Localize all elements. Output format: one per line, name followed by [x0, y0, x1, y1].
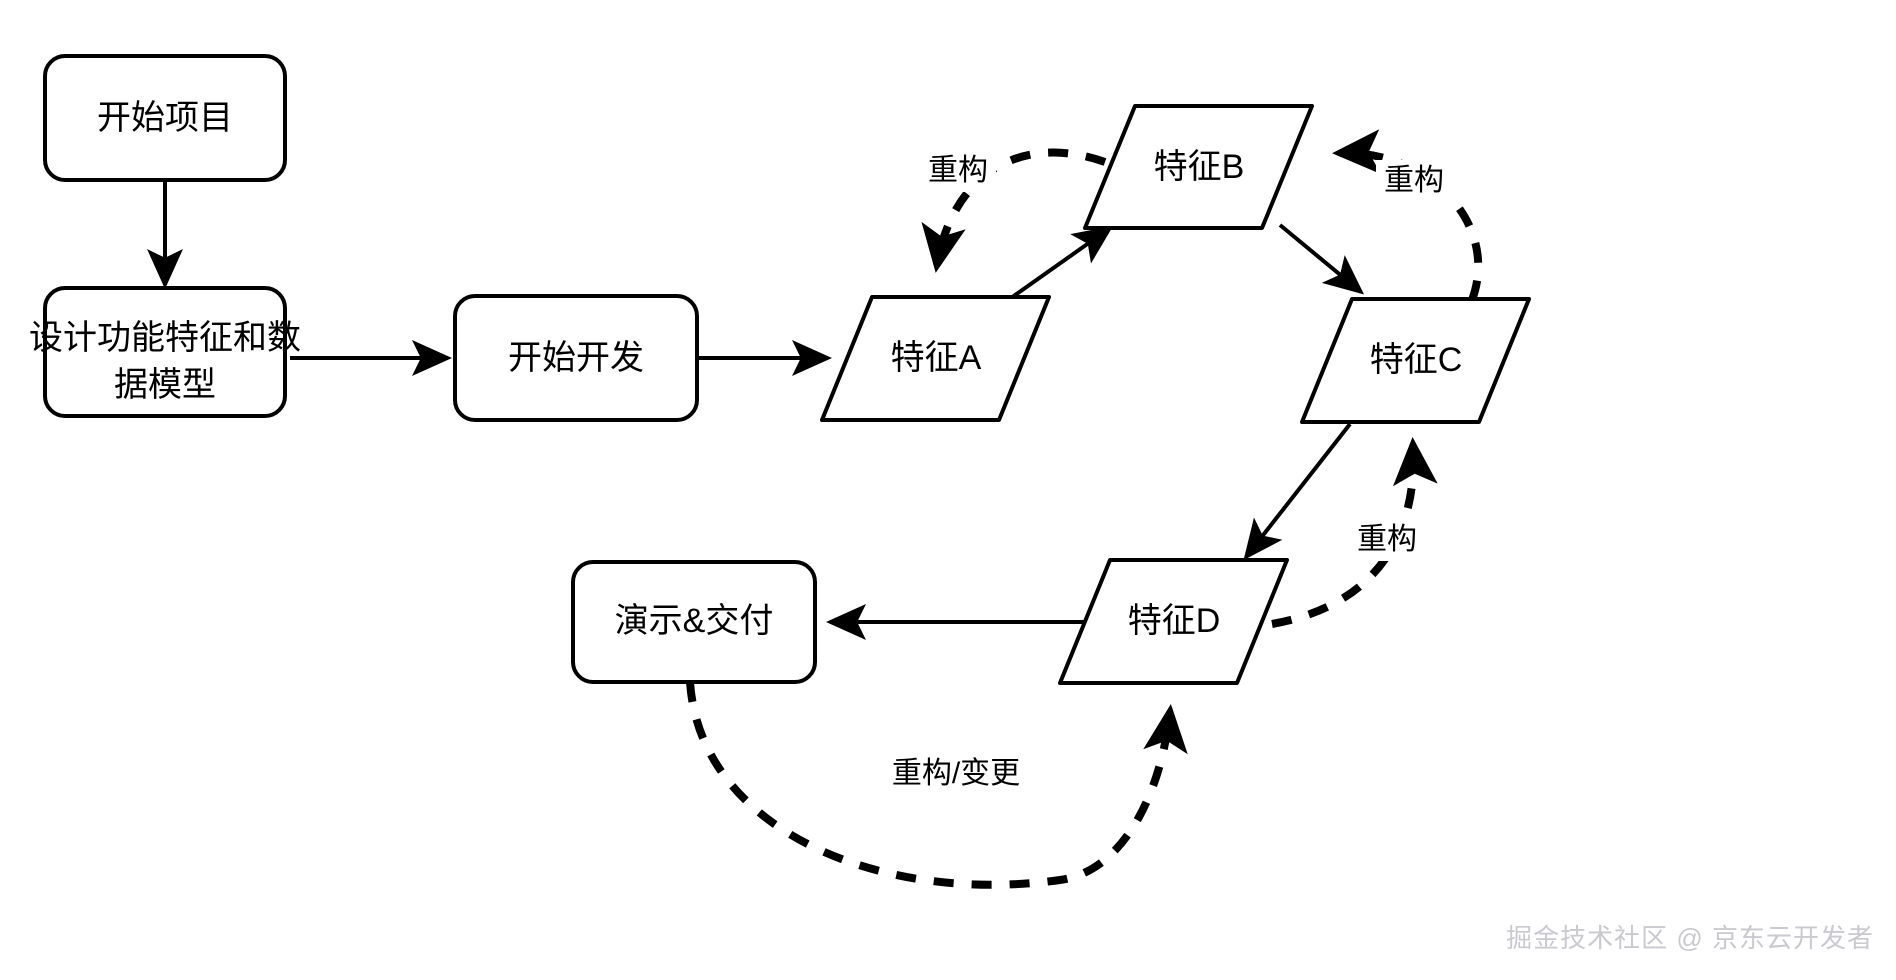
edge-featb-to-featc [1278, 223, 1365, 295]
node-design[interactable]: 设计功能特征和数 据模型 [29, 286, 301, 418]
edge-label-featb-to-feata: 重构 [920, 150, 996, 192]
node-devstart-label: 开始开发 [508, 339, 644, 377]
node-feature-b-label: 特征B [1154, 148, 1245, 186]
watermark: 掘金技术社区 @ 京东云开发者 [1506, 923, 1874, 953]
node-feature-d-label: 特征D [1128, 602, 1221, 640]
node-feature-a-shape [820, 295, 1051, 422]
node-devstart[interactable]: 开始开发 [453, 294, 699, 422]
edge-label-featd-to-featc: 重构 [1349, 519, 1425, 561]
edge-label-featc-to-featb-text: 重构 [1384, 164, 1444, 197]
edge-label-deliver-to-featd: 重构/变更 [866, 752, 1046, 796]
edge-label-featc-to-featb: 重构 [1376, 160, 1452, 202]
node-feature-c-label: 特征C [1370, 341, 1463, 379]
node-deliver-label: 演示&交付 [615, 602, 774, 640]
node-feature-a[interactable]: 特征A [820, 295, 1051, 422]
edge-label-featd-to-featc-text: 重构 [1357, 523, 1417, 556]
node-deliver-shape [571, 560, 817, 684]
node-feature-d[interactable]: 特征D [1058, 558, 1289, 685]
node-devstart-shape [453, 294, 699, 422]
node-feature-c[interactable]: 特征C [1300, 297, 1531, 424]
edge-label-deliver-to-featd-text: 重构/变更 [892, 757, 1020, 790]
edge-feata-to-featb [1009, 225, 1114, 300]
node-design-label-line1: 设计功能特征和数 [29, 319, 301, 357]
node-design-label-line2: 据模型 [114, 366, 216, 404]
node-design-shape [43, 286, 287, 418]
edge-deliver-to-featd-refactor [686, 681, 1188, 889]
node-start-shape [43, 54, 287, 182]
node-feature-d-shape [1058, 558, 1289, 685]
node-feature-a-label: 特征A [891, 339, 982, 377]
node-feature-b-shape [1083, 104, 1314, 230]
node-deliver[interactable]: 演示&交付 [571, 560, 817, 684]
node-feature-b[interactable]: 特征B [1083, 104, 1314, 230]
node-start-label: 开始项目 [97, 99, 233, 137]
edge-featc-to-featd [1243, 422, 1352, 561]
node-feature-c-shape [1300, 297, 1531, 424]
edge-label-featb-to-feata-text: 重构 [928, 154, 988, 187]
edge-featc-to-featb-refactor [1332, 129, 1483, 302]
node-start[interactable]: 开始项目 [43, 54, 287, 182]
